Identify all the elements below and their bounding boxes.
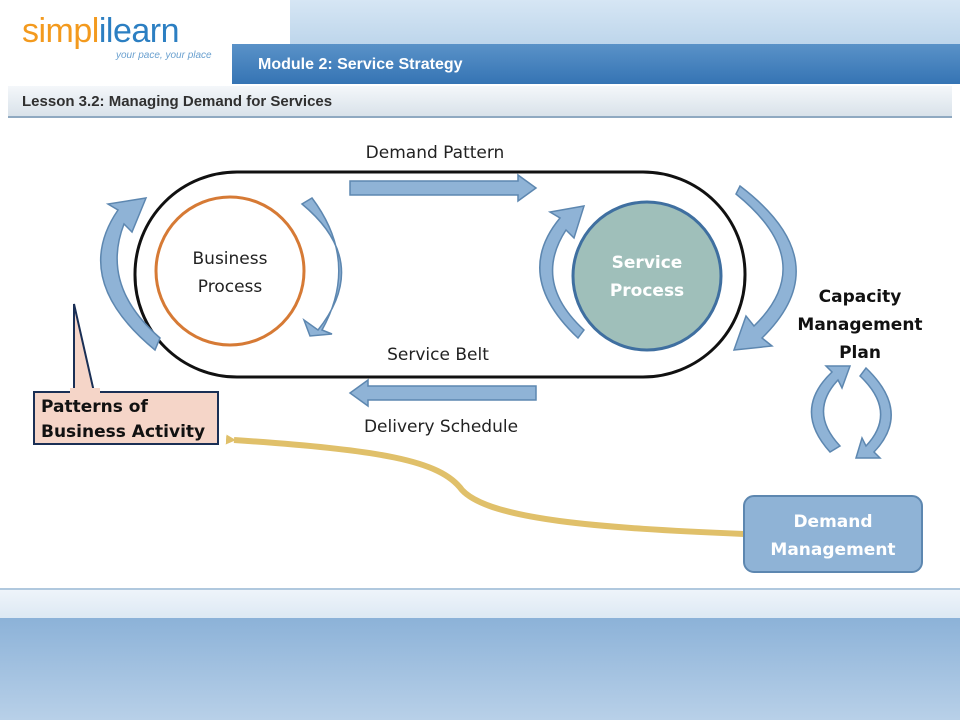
service-process-circle [571,200,723,352]
patterns-callout-pointer [73,303,96,393]
capacity-cycle-arrow [732,184,797,351]
delivery-schedule-arrow [348,378,537,408]
patterns-callout-box [33,391,219,445]
capacity-small-arrow-right [854,366,892,459]
demand-pattern-arrow [349,173,538,203]
demand-management-label-line1: Demand [793,512,872,532]
demand-management-label-line2: Management [770,540,895,560]
service-belt-label: Service Belt [387,345,489,365]
logo-text-part2: learn [105,12,180,50]
capacity-label-line2: Management [797,315,922,335]
lesson-bar [8,86,952,118]
service-cycle-arrow [539,205,586,340]
footer-bar [0,618,960,720]
logo-tagline: your pace, your place [116,50,212,61]
capacity-label-line1: Capacity [819,287,902,307]
demand-pattern-label: Demand Pattern [366,143,505,163]
patterns-label-line2: Business Activity [41,422,205,442]
business-process-label-line2: Process [198,277,263,297]
demand-to-patterns-curve [225,434,745,537]
capacity-small-arrow-left [810,365,852,453]
module-title: Module 2: Service Strategy [258,56,463,73]
simplilearn-logo: simplilearn [22,12,180,51]
demand-management-box [743,495,923,573]
logo-text-part1: simpl [22,12,99,50]
patterns-label-line1: Patterns of [41,397,148,417]
service-belt-oval [133,170,747,379]
patterns-callout-join [70,388,100,394]
footer-strip [0,588,960,620]
service-process-label-line1: Service [612,253,683,273]
business-process-label-line1: Business [193,249,268,269]
delivery-schedule-label: Delivery Schedule [364,417,518,437]
business-cycle-arrow [300,197,343,337]
service-process-label-line2: Process [610,281,684,301]
lesson-title: Lesson 3.2: Managing Demand for Services [22,93,333,110]
capacity-label-line3: Plan [839,343,881,363]
patterns-cycle-arrow [99,197,161,352]
module-bar [232,44,960,84]
business-process-circle [154,195,306,347]
logo-text-divider: i [98,12,107,50]
